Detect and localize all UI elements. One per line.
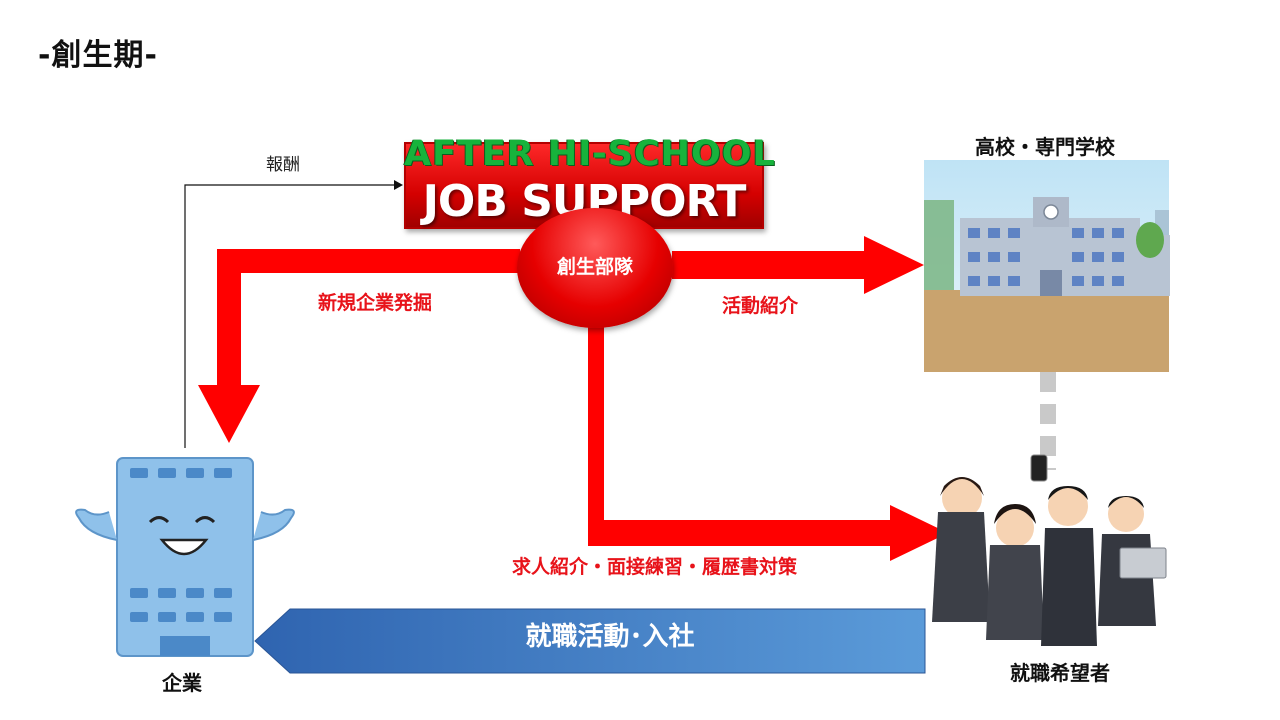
arrow-support [588,326,948,561]
reward-arrowhead [394,180,403,190]
activity-intro-label: 活動紹介 [722,295,799,317]
job-hunting-label: 就職活動･入社 [525,622,695,652]
school-label: 高校・専門学校 [975,135,1115,159]
company-label: 企業 [162,671,202,695]
seekers-label: 就職希望者 [1010,661,1110,685]
arrow-activity-intro [672,236,924,294]
arrow-job-hunting [254,608,926,674]
support-label: 求人紹介・面接練習・履歴書対策 [512,556,798,578]
page-title: -創生期- [38,38,158,73]
logo-line1: AFTER HI-SCHOOL [404,134,776,174]
school-illustration [924,160,1170,372]
badge-label: 創生部隊 [556,256,633,278]
company-mascot [75,457,295,657]
new-companies-label: 新規企業発掘 [318,292,433,314]
reward-line [184,184,396,448]
job-seekers-illustration [932,454,1167,646]
reward-label: 報酬 [266,155,300,175]
badge-circle [517,208,673,328]
arrow-new-companies [198,249,520,443]
